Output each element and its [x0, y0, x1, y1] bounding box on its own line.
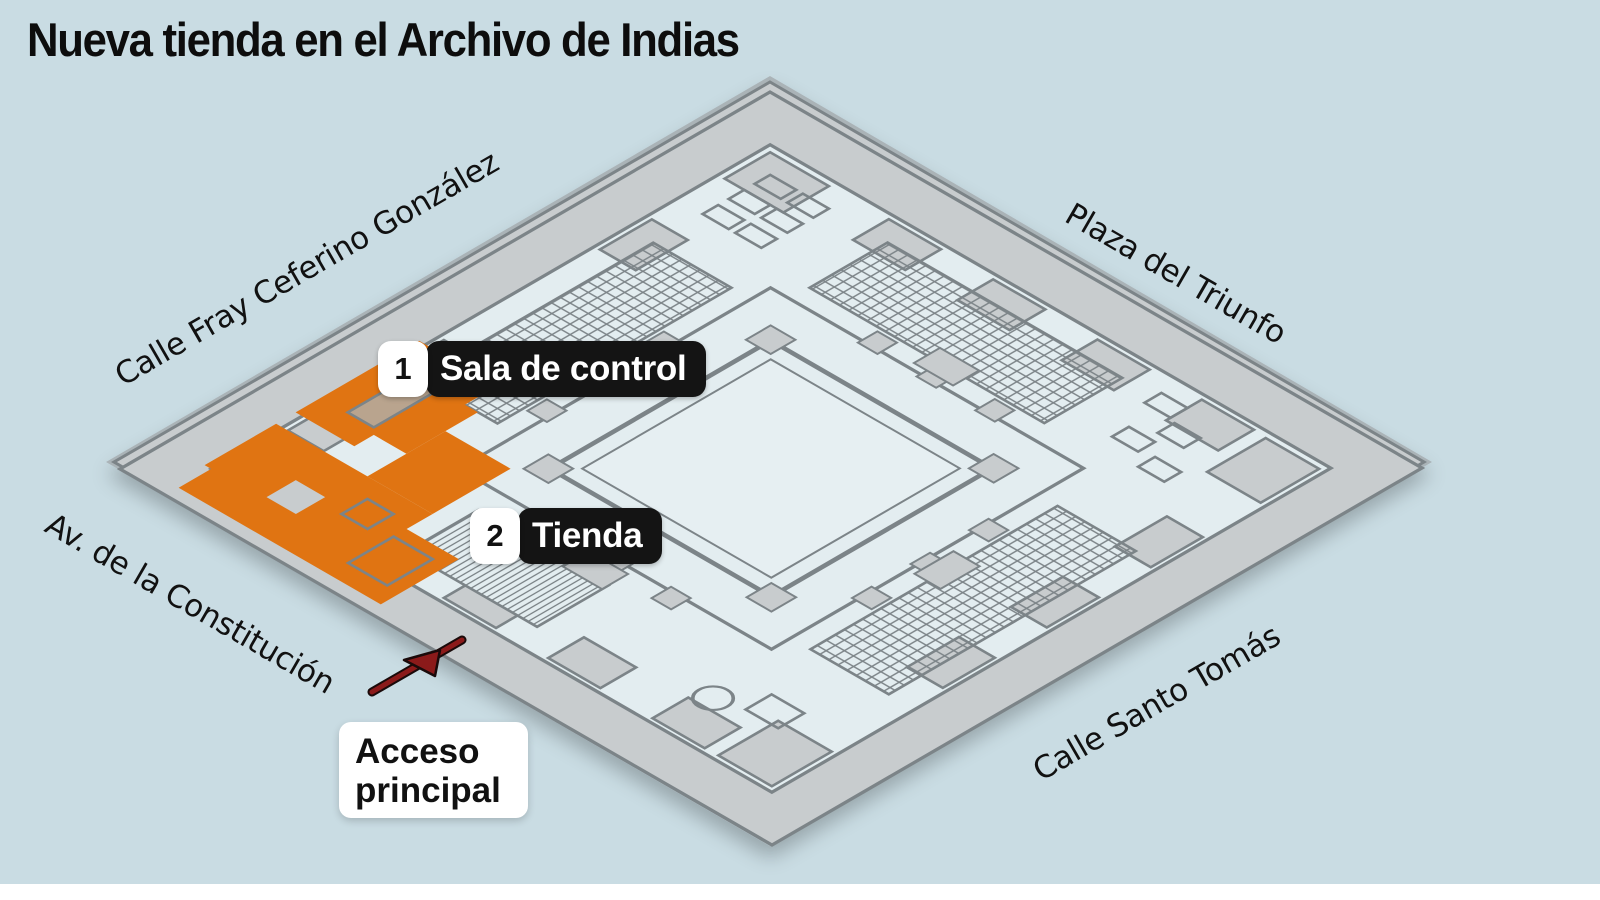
callout-number: 2 — [470, 508, 520, 564]
callout-label: Sala de control — [426, 341, 707, 397]
access-line-2: principal — [355, 771, 501, 810]
callout-label: Tienda — [518, 508, 663, 564]
callout-tienda: 2 Tienda — [470, 508, 663, 564]
floor-plan — [116, 90, 1426, 847]
callout-number: 1 — [378, 341, 428, 397]
tienda-area — [178, 423, 511, 605]
access-arrow-icon — [367, 635, 467, 697]
bottom-strip — [0, 884, 1600, 900]
access-line-1: Acceso — [355, 732, 480, 771]
callout-sala-de-control: 1 Sala de control — [378, 341, 707, 397]
main-access-label: Acceso principal — [339, 722, 528, 818]
page-title: Nueva tienda en el Archivo de Indias — [27, 13, 740, 66]
